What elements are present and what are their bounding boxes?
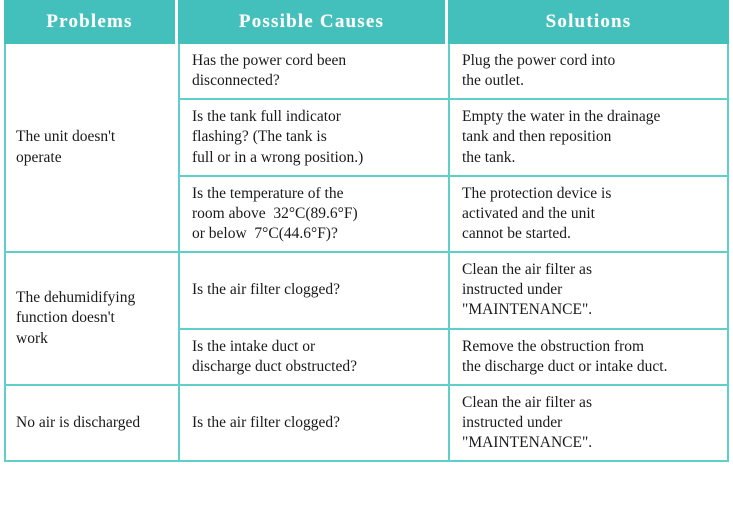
cause-cell: Is the tank full indicator flashing? (Th… [178, 100, 448, 177]
cause-cell: Is the intake duct or discharge duct obs… [178, 329, 448, 386]
problem-cell: The unit doesn't operate [4, 44, 178, 254]
table-header: Problems Possible Causes Solutions [4, 0, 729, 44]
troubleshooting-table: Problems Possible Causes Solutions The u… [4, 0, 729, 463]
solution-cell: Remove the obstruction from the discharg… [448, 329, 729, 386]
table-row: Is the temperature of the room above 32°… [4, 176, 729, 254]
cause-cell: Is the air filter clogged? [178, 385, 448, 463]
table-body: The unit doesn't operate Has the power c… [4, 44, 729, 463]
table-row: No air is discharged Is the air filter c… [4, 385, 729, 463]
problem-cell: The dehumidifying function doesn't work [4, 253, 178, 386]
problem-cell: No air is discharged [4, 385, 178, 463]
table-row: The dehumidifying function doesn't work … [4, 253, 729, 386]
solution-cell: Clean the air filter as instructed under… [448, 385, 729, 463]
column-header-problems: Problems [4, 0, 178, 44]
cause-cell: Is the temperature of the room above 32°… [178, 176, 448, 254]
solution-cell: The protection device is activated and t… [448, 176, 729, 254]
column-header-solutions: Solutions [448, 0, 729, 44]
cause-cell: Has the power cord been disconnected? [178, 44, 448, 101]
table-row: Is the tank full indicator flashing? (Th… [4, 100, 729, 177]
header-row: Problems Possible Causes Solutions [4, 0, 729, 44]
table-row: Is the intake duct or discharge duct obs… [4, 329, 729, 386]
solution-cell: Plug the power cord into the outlet. [448, 44, 729, 101]
column-header-possible-causes: Possible Causes [178, 0, 448, 44]
cause-cell: Is the air filter clogged? [178, 253, 448, 330]
solution-cell: Clean the air filter as instructed under… [448, 253, 729, 330]
table-row: The unit doesn't operate Has the power c… [4, 44, 729, 254]
solution-cell: Empty the water in the drainage tank and… [448, 100, 729, 177]
